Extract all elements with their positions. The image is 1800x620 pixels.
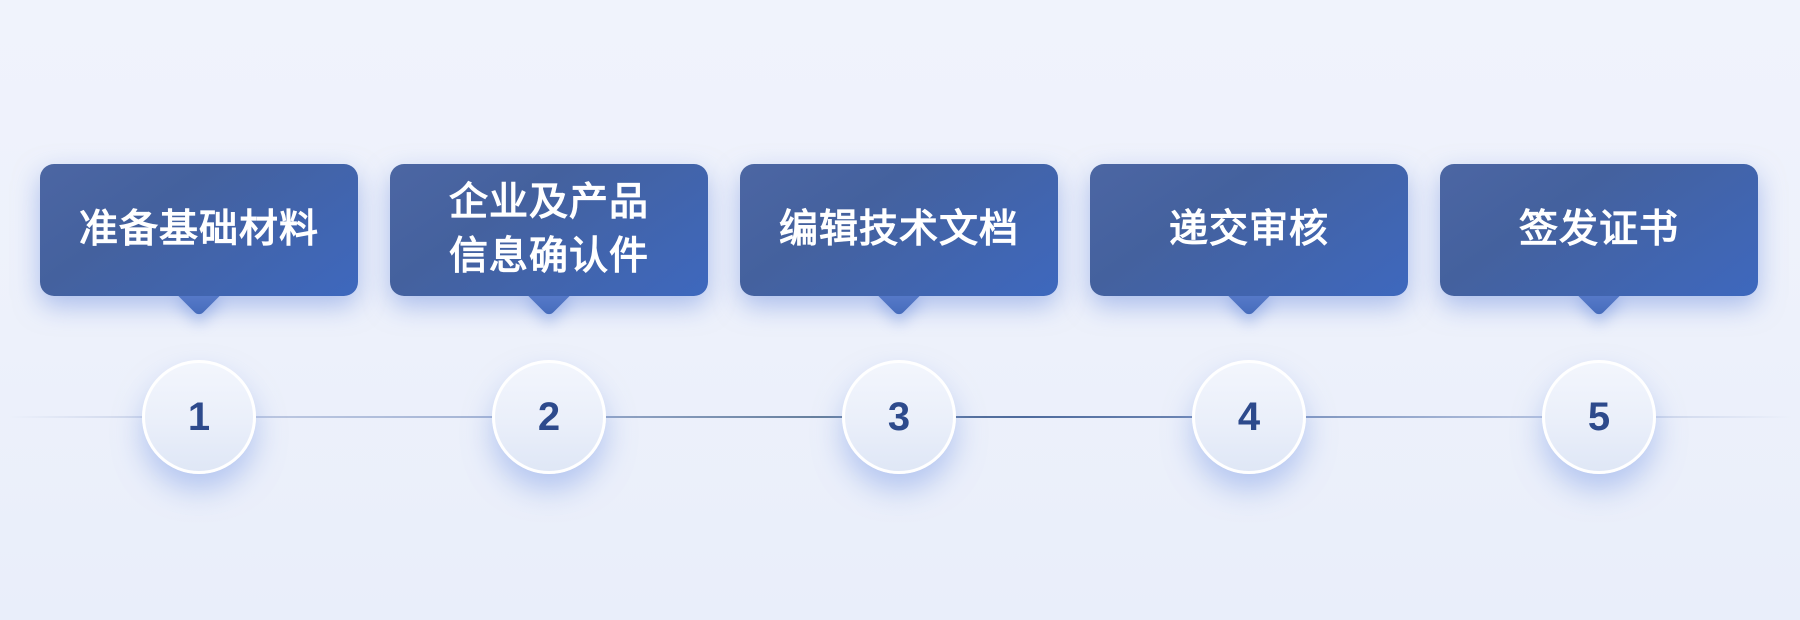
step-number-circle: 2 bbox=[492, 360, 606, 474]
step-number: 4 bbox=[1237, 394, 1261, 439]
step-label: 递交审核 bbox=[1168, 208, 1329, 252]
step-number: 3 bbox=[887, 394, 911, 439]
step-bubble: 签发证书 bbox=[1440, 164, 1758, 296]
step-number-circle: 5 bbox=[1542, 360, 1656, 474]
step-4: 递交审核 4 bbox=[1090, 164, 1408, 484]
step-bubble: 编辑技术文档 bbox=[740, 164, 1058, 296]
step-bubble: 企业及产品 信息确认件 bbox=[390, 164, 708, 296]
step-bubble: 准备基础材料 bbox=[40, 164, 358, 296]
step-number: 5 bbox=[1587, 394, 1611, 439]
step-label: 企业及产品 信息确认件 bbox=[448, 181, 649, 278]
step-number: 2 bbox=[537, 394, 561, 439]
step-bubble: 递交审核 bbox=[1090, 164, 1408, 296]
step-label: 签发证书 bbox=[1518, 208, 1679, 252]
step-label: 准备基础材料 bbox=[78, 208, 319, 252]
step-3: 编辑技术文档 3 bbox=[740, 164, 1058, 484]
step-5: 签发证书 5 bbox=[1440, 164, 1758, 484]
step-number-circle: 3 bbox=[842, 360, 956, 474]
step-number-circle: 1 bbox=[142, 360, 256, 474]
step-2: 企业及产品 信息确认件 2 bbox=[390, 164, 708, 484]
step-1: 准备基础材料 1 bbox=[40, 164, 358, 484]
step-number-circle: 4 bbox=[1192, 360, 1306, 474]
step-number: 1 bbox=[187, 394, 211, 439]
step-label: 编辑技术文档 bbox=[778, 208, 1019, 252]
